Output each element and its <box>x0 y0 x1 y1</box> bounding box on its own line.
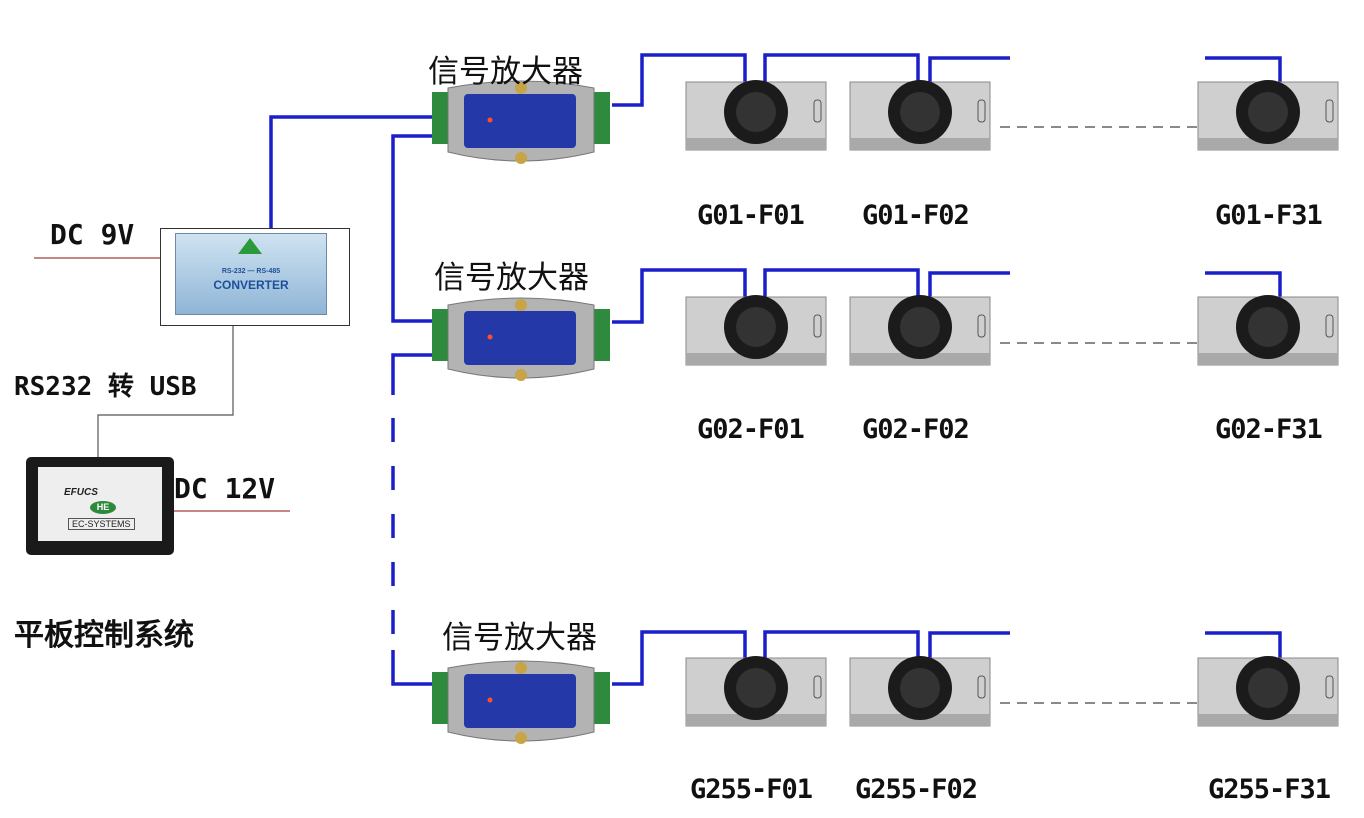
unit-label-g255-f01: G255-F01 <box>690 774 813 805</box>
bus-wire-amp1-amp2 <box>391 134 438 323</box>
bus-g3-tail <box>928 631 1010 658</box>
tablet-screen: EFUCS HE EC-SYSTEMS <box>38 467 162 541</box>
converter-name: CONVERTER <box>213 278 289 292</box>
rs232-usb-label: RS232 转 USB <box>14 372 197 402</box>
fan-unit-g01-f31 <box>1197 80 1339 151</box>
bus-wire-amp2-down <box>391 353 438 395</box>
fan-unit-g02-f02 <box>849 295 991 366</box>
bus-wire-to-amp3 <box>391 650 438 686</box>
tablet-device: EFUCS HE EC-SYSTEMS <box>26 457 174 555</box>
bus-g1-out <box>612 53 747 107</box>
signal-amplifier-2 <box>432 297 610 381</box>
bus-g2-tail <box>928 271 1010 297</box>
amplifier-title-1: 信号放大器 <box>428 54 583 90</box>
fan-unit-g02-f31 <box>1197 295 1339 366</box>
fan-unit-g255-f02 <box>849 656 991 727</box>
fan-unit-g255-f01 <box>685 656 827 727</box>
bus-g1-last <box>1205 56 1282 82</box>
bus-g2-out <box>612 268 747 324</box>
bus-g1-link <box>763 53 920 82</box>
fan-unit-g02-f01 <box>685 295 827 366</box>
bus-g3-link <box>763 630 920 658</box>
converter-logo-icon <box>238 238 262 254</box>
unit-label-g01-f01: G01-F01 <box>697 200 805 231</box>
converter-body: RS-232 — RS-485 CONVERTER <box>175 233 327 315</box>
tablet-screen-title: EFUCS <box>64 487 98 498</box>
usb-cable <box>97 325 234 458</box>
unit-label-g02-f01: G02-F01 <box>697 414 805 445</box>
power-label-12v: DC 12V <box>174 472 276 505</box>
unit-label-g02-f02: G02-F02 <box>862 414 970 445</box>
fan-unit-g01-f01 <box>685 80 827 151</box>
unit-label-g01-f02: G01-F02 <box>862 200 970 231</box>
rs232-rs485-converter: RS-232 — RS-485 CONVERTER <box>160 228 350 326</box>
unit-label-g255-f31: G255-F31 <box>1208 774 1331 805</box>
amplifier-title-3: 信号放大器 <box>442 620 597 656</box>
bus-g1-tail <box>928 56 1010 82</box>
bus-wire-converter-amp1 <box>269 115 438 230</box>
signal-amplifier-1 <box>432 80 610 164</box>
signal-amplifier-3 <box>432 660 610 744</box>
converter-model: RS-232 — RS-485 <box>221 268 281 275</box>
unit-label-g02-f31: G02-F31 <box>1215 414 1323 445</box>
unit-label-g255-f02: G255-F02 <box>855 774 978 805</box>
tablet-system-label: 平板控制系统 <box>14 618 194 653</box>
bus-g2-link <box>763 268 920 297</box>
bus-g3-last <box>1205 631 1282 658</box>
unit-label-g01-f31: G01-F31 <box>1215 200 1323 231</box>
tablet-screen-brand: EC-SYSTEMS <box>68 518 135 530</box>
fan-unit-g255-f31 <box>1197 656 1339 727</box>
fan-unit-g01-f02 <box>849 80 991 151</box>
tablet-logo-text: HE <box>96 502 110 512</box>
bus-g3-out <box>612 630 747 686</box>
tablet-logo-icon: HE <box>90 501 116 514</box>
amplifier-title-2: 信号放大器 <box>434 260 589 296</box>
bus-g2-last <box>1205 271 1282 297</box>
power-label-9v: DC 9V <box>50 218 135 251</box>
